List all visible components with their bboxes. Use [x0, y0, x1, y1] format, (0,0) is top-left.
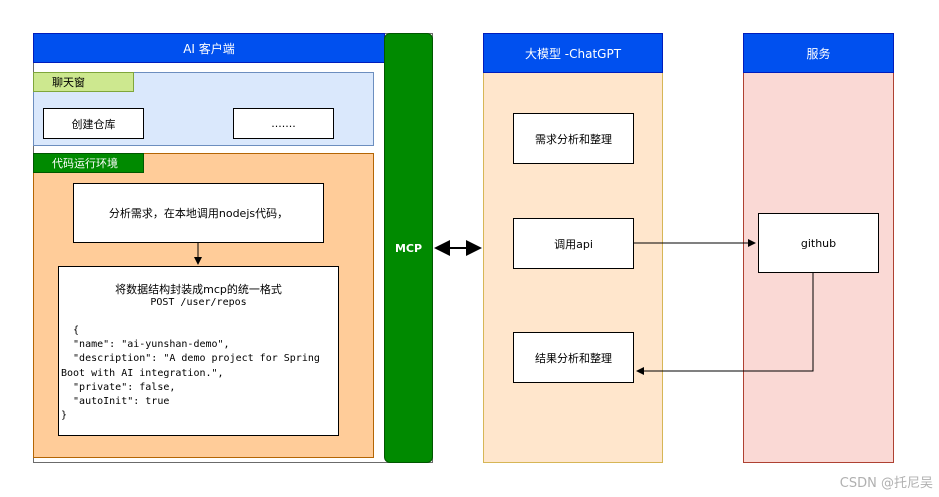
mcp-format-title: 将数据结构封装成mcp的统一格式	[115, 283, 282, 296]
llm-header: 大模型 -ChatGPT	[483, 33, 663, 73]
analyze-requirement-box: 分析需求，在本地调用nodejs代码，	[73, 183, 324, 243]
service-header: 服务	[743, 33, 894, 73]
result-analysis-box: 结果分析和整理	[513, 332, 634, 383]
request-line: POST /user/repos	[150, 297, 247, 308]
code-line: Boot with AI integration.",	[61, 367, 224, 379]
chat-window-label: 聊天窗	[33, 72, 134, 92]
code-line: {	[61, 325, 80, 336]
ai-client-header: AI 客户端	[33, 33, 385, 63]
code-line: }	[61, 410, 68, 422]
github-box: github	[758, 213, 879, 273]
mcp-label: MCP	[394, 241, 423, 255]
code-line: "private": false,	[61, 381, 176, 393]
json-code-block: { "name": "ai-yunshan-demo", "descriptio…	[61, 324, 320, 423]
code-line: "autoInit": true	[61, 396, 170, 408]
call-api-box: 调用api	[513, 218, 634, 269]
mcp-format-box: 将数据结构封装成mcp的统一格式 POST /user/repos { "nam…	[58, 266, 339, 436]
code-line: "name": "ai-yunshan-demo",	[61, 339, 230, 351]
mcp-bar: MCP	[384, 33, 433, 463]
code-runtime-label: 代码运行环境	[33, 153, 144, 173]
code-line: "description": "A demo project for Sprin…	[61, 353, 320, 365]
more-options-box[interactable]: .......	[233, 108, 334, 139]
requirement-analysis-box: 需求分析和整理	[513, 113, 634, 164]
watermark: CSDN @托尼吴	[839, 476, 933, 491]
create-repo-button[interactable]: 创建仓库	[43, 108, 144, 139]
github-to-result-arrow	[636, 273, 814, 375]
